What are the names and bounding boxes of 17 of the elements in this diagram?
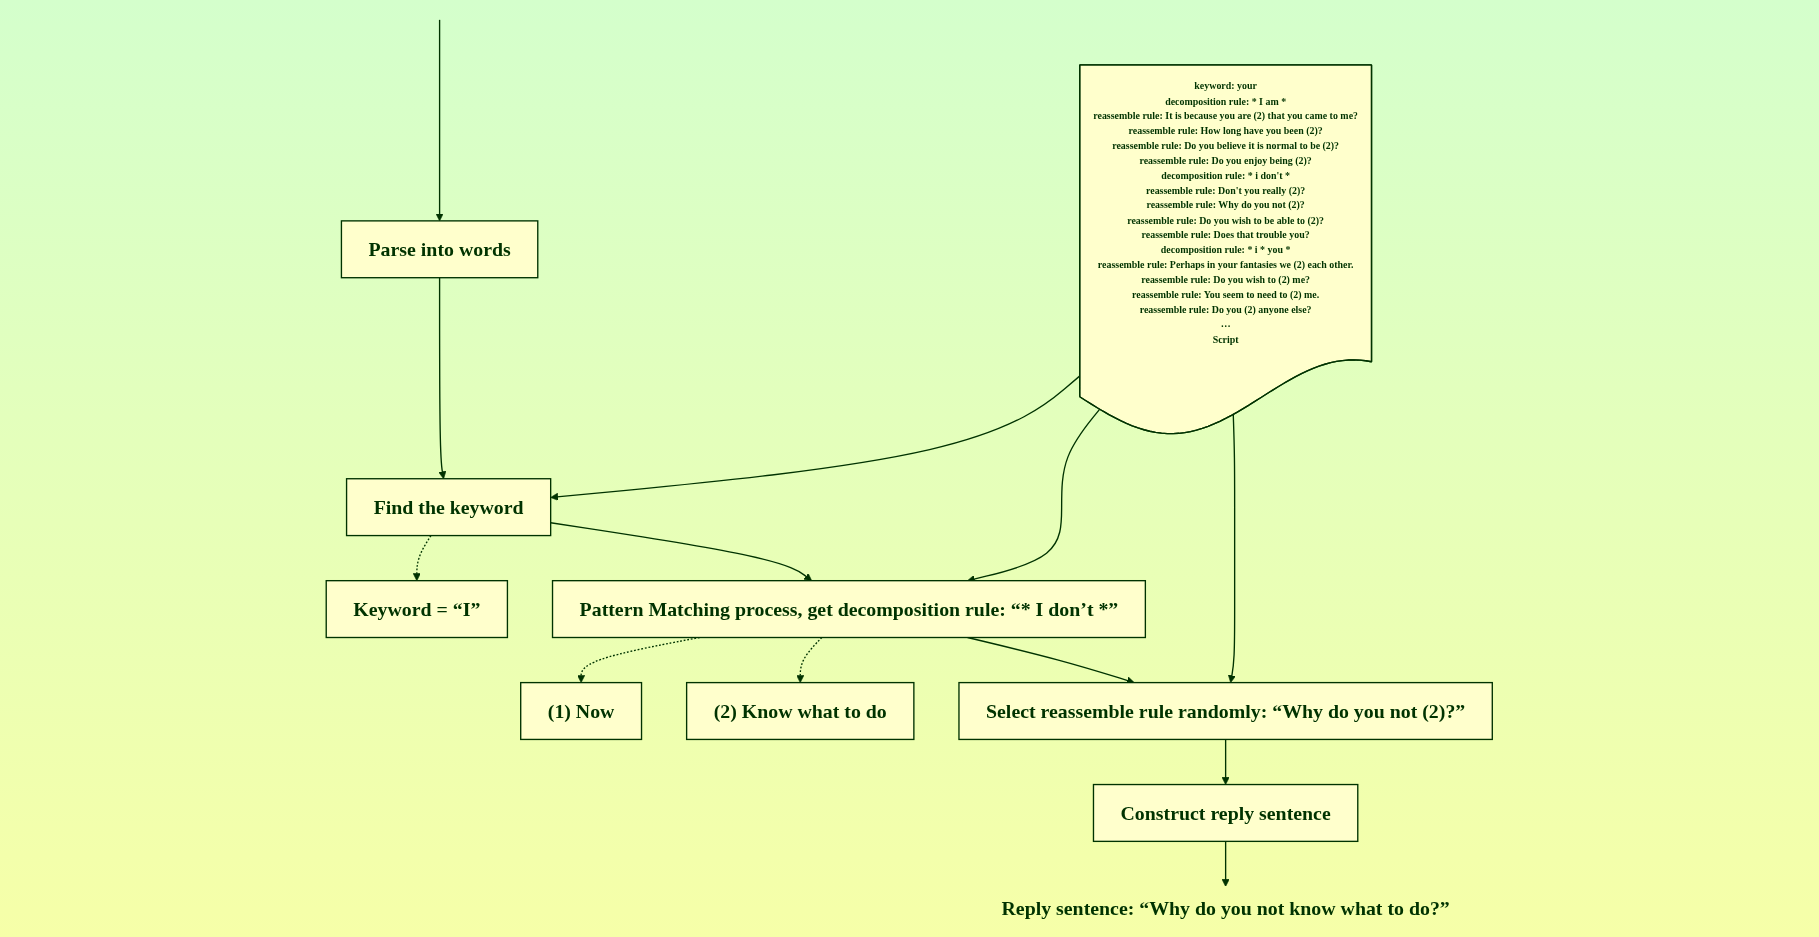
node-box: Find the keyword: [346, 478, 552, 537]
node-box: (1) Now: [520, 681, 643, 741]
node-box: Select reassemble rule randomly: “Why do you not (2)?”: [958, 681, 1494, 741]
arrow: [435, 19, 444, 222]
arrow: [1228, 414, 1237, 683]
node-box: Keyword = “I”: [325, 580, 509, 639]
arrow: [796, 636, 823, 683]
node-text: Reply sentence: “Why do you not know what to do?”: [1001, 896, 1450, 920]
arrow: [1221, 840, 1230, 887]
arrow: [550, 522, 813, 582]
node-box: Construct reply sentence: [1093, 783, 1359, 843]
node-box: (2) Know what to do: [686, 681, 915, 741]
node-box: Pattern Matching process, get decomposition rule: “* I don’t *”: [552, 580, 1147, 639]
arrow: [438, 277, 447, 480]
arrow: [1221, 738, 1230, 785]
arrow: [413, 534, 432, 582]
node-box: Parse into words: [341, 220, 539, 279]
